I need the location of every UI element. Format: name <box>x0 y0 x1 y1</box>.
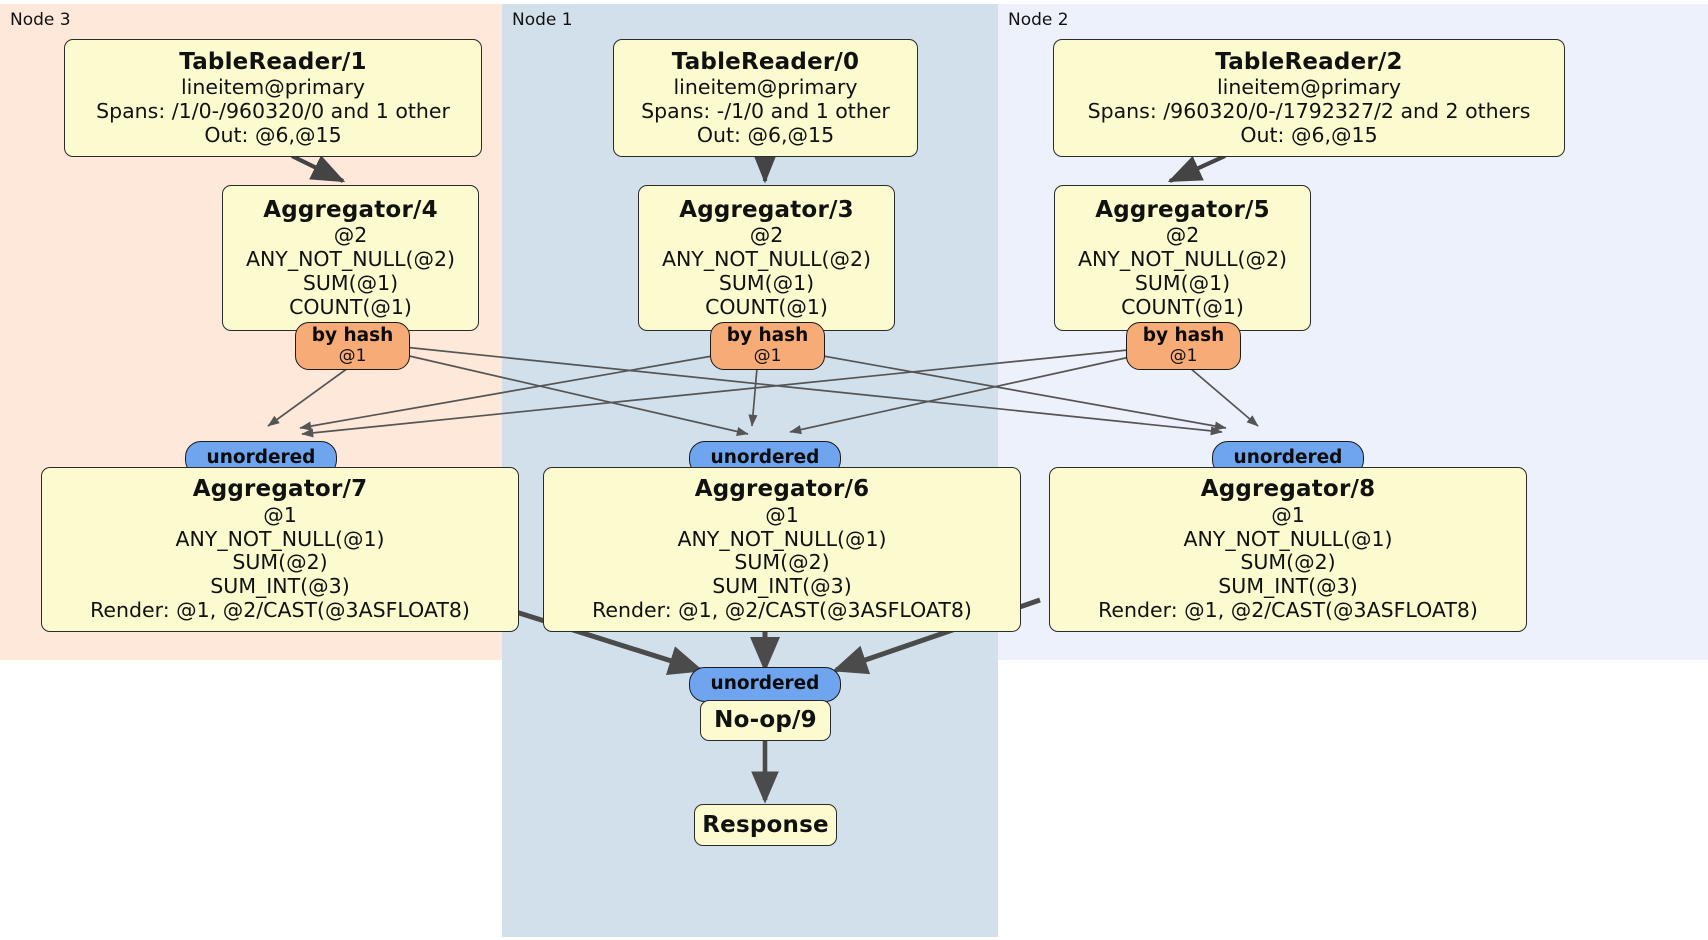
synchronizer-label: unordered <box>710 447 820 469</box>
processor-aggregator-8[interactable]: Aggregator/8 @1 ANY_NOT_NULL(@1) SUM(@2)… <box>1049 467 1527 632</box>
processor-line: SUM(@2) <box>734 550 830 575</box>
processor-render-line: Render: @1, @2/CAST(@3ASFLOAT8) <box>592 597 972 622</box>
processor-line: SUM(@2) <box>232 550 328 575</box>
router-label: by hash <box>726 325 809 347</box>
processor-title: No-op/9 <box>714 707 817 734</box>
router-sublabel: @1 <box>753 345 782 366</box>
processor-line: @1 <box>1271 502 1305 527</box>
processor-title: Aggregator/5 <box>1095 196 1270 223</box>
processor-line: @2 <box>333 223 368 248</box>
node-region-label: Node 2 <box>1008 10 1069 30</box>
processor-line: Out: @6,@15 <box>204 122 342 147</box>
processor-line: Out: @6,@15 <box>696 122 835 147</box>
router-label: by hash <box>1142 325 1225 347</box>
processor-title: Aggregator/8 <box>1200 476 1376 503</box>
processor-response[interactable]: Response <box>694 804 837 846</box>
processor-line: ANY_NOT_NULL(@1) <box>1183 526 1393 551</box>
processor-title: Aggregator/6 <box>694 476 870 503</box>
synchronizer-label: unordered <box>1233 447 1343 469</box>
processor-line: SUM(@1) <box>302 270 399 295</box>
processor-line: COUNT(@1) <box>705 294 828 319</box>
processor-title: TableReader/1 <box>179 48 367 75</box>
processor-line: @2 <box>749 223 784 248</box>
router-by-hash-right[interactable]: by hash @1 <box>1126 322 1241 370</box>
processor-aggregator-3[interactable]: Aggregator/3 @2 ANY_NOT_NULL(@2) SUM(@1)… <box>638 185 895 331</box>
processor-line: COUNT(@1) <box>1121 294 1244 319</box>
router-by-hash-mid[interactable]: by hash @1 <box>710 322 825 370</box>
processor-tablereader-2[interactable]: TableReader/2 lineitem@primary Spans: /9… <box>1053 39 1565 157</box>
processor-line: @1 <box>765 502 799 527</box>
processor-line: SUM_INT(@3) <box>210 574 350 599</box>
processor-aggregator-6[interactable]: Aggregator/6 @1 ANY_NOT_NULL(@1) SUM(@2)… <box>543 467 1021 632</box>
processor-line: ANY_NOT_NULL(@1) <box>677 526 887 551</box>
processor-line: SUM_INT(@3) <box>1218 574 1358 599</box>
synchronizer-unordered-final[interactable]: unordered <box>689 667 841 702</box>
processor-title: Aggregator/3 <box>679 196 854 223</box>
processor-line: ANY_NOT_NULL(@1) <box>175 526 385 551</box>
processor-noop-9[interactable]: No-op/9 <box>700 700 831 741</box>
processor-line: lineitem@primary <box>1216 75 1402 100</box>
processor-line: Spans: /960320/0-/1792327/2 and 2 others <box>1087 98 1531 123</box>
processor-line: SUM(@2) <box>1240 550 1336 575</box>
processor-render-line: Render: @1, @2/CAST(@3ASFLOAT8) <box>1098 597 1478 622</box>
router-sublabel: @1 <box>338 345 367 366</box>
processor-tablereader-1[interactable]: TableReader/1 lineitem@primary Spans: /1… <box>64 39 482 157</box>
processor-line: lineitem@primary <box>673 75 858 100</box>
processor-line: Out: @6,@15 <box>1240 122 1378 147</box>
processor-title: Aggregator/7 <box>192 476 368 503</box>
node-region-label: Node 3 <box>10 10 71 30</box>
processor-line: SUM_INT(@3) <box>712 574 852 599</box>
processor-line: @2 <box>1165 223 1200 248</box>
processor-aggregator-7[interactable]: Aggregator/7 @1 ANY_NOT_NULL(@1) SUM(@2)… <box>41 467 519 632</box>
processor-title: Response <box>702 811 829 838</box>
router-label: by hash <box>311 325 394 347</box>
processor-line: lineitem@primary <box>180 75 366 100</box>
processor-line: Spans: /1/0-/960320/0 and 1 other <box>96 98 450 123</box>
node-region-label: Node 1 <box>512 10 573 30</box>
processor-line: ANY_NOT_NULL(@2) <box>1077 247 1288 272</box>
processor-title: TableReader/2 <box>1215 48 1403 75</box>
processor-aggregator-5[interactable]: Aggregator/5 @2 ANY_NOT_NULL(@2) SUM(@1)… <box>1054 185 1311 331</box>
processor-render-line: Render: @1, @2/CAST(@3ASFLOAT8) <box>90 597 470 622</box>
processor-line: @1 <box>263 502 297 527</box>
router-by-hash-left[interactable]: by hash @1 <box>295 322 410 370</box>
processor-line: SUM(@1) <box>1134 270 1231 295</box>
processor-line: COUNT(@1) <box>289 294 412 319</box>
processor-title: TableReader/0 <box>671 48 860 75</box>
processor-line: ANY_NOT_NULL(@2) <box>661 247 872 272</box>
synchronizer-label: unordered <box>710 673 820 695</box>
synchronizer-label: unordered <box>206 447 316 469</box>
processor-title: Aggregator/4 <box>263 196 438 223</box>
processor-line: Spans: -/1/0 and 1 other <box>641 98 890 123</box>
processor-line: ANY_NOT_NULL(@2) <box>245 247 456 272</box>
processor-tablereader-0[interactable]: TableReader/0 lineitem@primary Spans: -/… <box>613 39 918 157</box>
processor-line: SUM(@1) <box>718 270 815 295</box>
processor-aggregator-4[interactable]: Aggregator/4 @2 ANY_NOT_NULL(@2) SUM(@1)… <box>222 185 479 331</box>
router-sublabel: @1 <box>1169 345 1198 366</box>
